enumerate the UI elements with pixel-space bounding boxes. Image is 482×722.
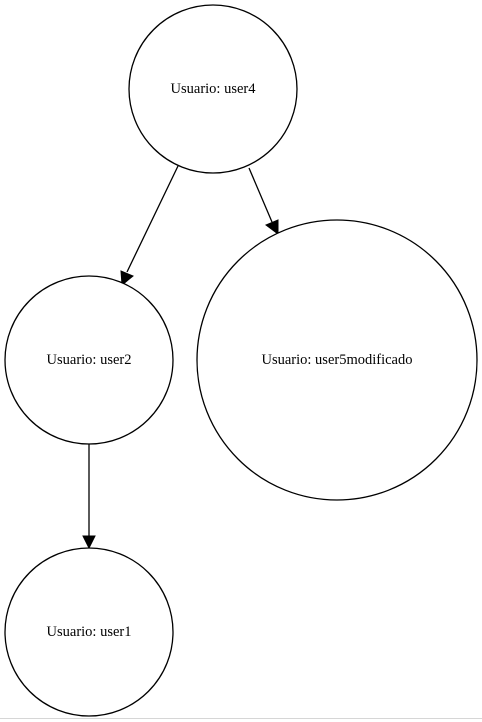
- node-user4-circle: [128, 4, 298, 174]
- node-user5modificado: Usuario: user5modificado: [196, 219, 478, 501]
- nodes-layer: Usuario: user4 Usuario: user2 Usuario: u…: [4, 4, 478, 717]
- node-user2-label: Usuario: user2: [47, 352, 132, 368]
- edge-user4-user5modificado: [248, 167, 273, 223]
- arrowhead-user2-user1: [82, 535, 96, 550]
- edge-user4-user2: [126, 165, 179, 273]
- node-user4: Usuario: user4: [128, 4, 298, 174]
- node-user1-label: Usuario: user1: [47, 624, 132, 640]
- node-user1-circle: [4, 547, 174, 717]
- node-user5modificado-circle: [196, 219, 478, 501]
- node-user2: Usuario: user2: [4, 275, 174, 445]
- node-user2-circle: [4, 275, 174, 445]
- edges-layer: [82, 165, 279, 550]
- node-user1: Usuario: user1: [4, 547, 174, 717]
- node-user4-label: Usuario: user4: [171, 81, 257, 97]
- node-user5modificado-label: Usuario: user5modificado: [261, 352, 412, 368]
- bottom-divider: [0, 718, 482, 719]
- arrowhead-user4-user5modificado: [265, 219, 279, 235]
- arrowhead-user4-user2: [120, 270, 134, 286]
